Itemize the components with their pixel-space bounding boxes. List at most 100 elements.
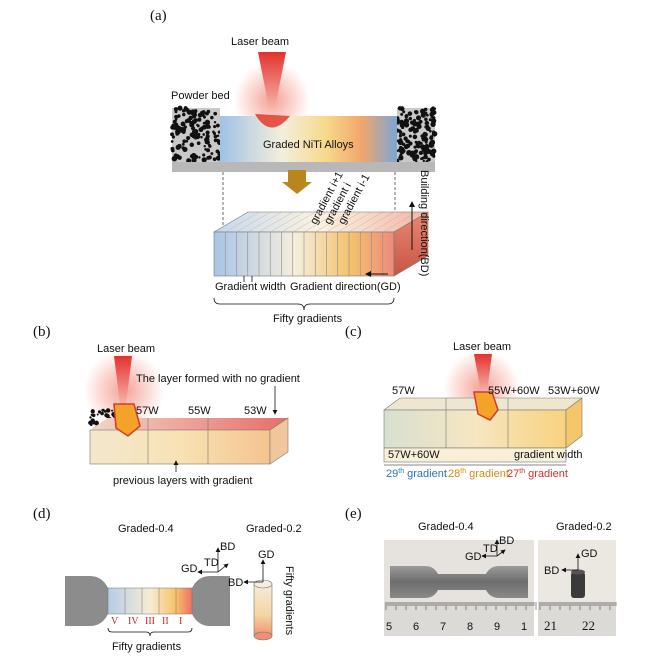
e-td-label: TD [483, 543, 498, 555]
gradient-divider-top [371, 211, 406, 233]
powder-particle [399, 133, 402, 136]
powder-particle [183, 125, 187, 129]
d-fifty-brace [107, 627, 193, 637]
powder-particle [205, 124, 209, 127]
d-roman-3: III [145, 616, 155, 627]
gradient-divider-top [303, 211, 339, 233]
b-block-side [269, 417, 289, 465]
powder-particle [425, 126, 431, 132]
graded-alloy-band [220, 116, 397, 162]
powder-particle [204, 119, 211, 126]
powder-particle [215, 155, 222, 161]
powder-particle [204, 148, 207, 151]
ruler-number: 5 [386, 621, 392, 633]
powder-particle [193, 129, 198, 135]
powder-particle [396, 139, 400, 143]
d-graded-section [107, 587, 193, 615]
powder-particle [418, 119, 423, 124]
powder-particle [181, 108, 186, 113]
c-gradient-28: 28th gradient [448, 468, 509, 480]
gradient-divider-top [326, 211, 361, 233]
powder-particle [182, 139, 187, 144]
powder-particle [415, 115, 422, 121]
powder-particle [413, 150, 418, 155]
powder-particle [186, 135, 191, 141]
powder-particle [203, 144, 206, 148]
powder-particle [189, 142, 195, 148]
powder-particle [103, 410, 107, 413]
powder-particle [424, 140, 428, 144]
powder-particle [202, 153, 206, 157]
d-cyl-bd-label: BD [228, 577, 243, 589]
panel-e-tag: (e) [345, 506, 362, 522]
gradient-divider-top [382, 211, 417, 233]
powder-particle [170, 148, 175, 153]
base-plate [172, 162, 435, 172]
melt-pool [255, 114, 290, 128]
powder-particle [197, 112, 203, 118]
powder-particle [96, 413, 99, 416]
c-gradient-27: 27th gradient [507, 468, 568, 480]
e-cyl-bd-label: BD [544, 565, 559, 577]
d-cylinder-bottom [253, 631, 273, 641]
powder-particle [426, 147, 430, 152]
b-power-53: 53W [244, 405, 267, 417]
panel-a-laser-label: Laser beam [231, 36, 289, 48]
ruler-number: 8 [467, 621, 473, 633]
powder-particle [177, 105, 183, 111]
powder-bed-label: Powder bed [171, 90, 230, 102]
powder-particle [402, 110, 406, 114]
powder-particle [210, 152, 214, 155]
c-power-55-60: 55W+60W [488, 385, 540, 397]
powder-particle [423, 154, 428, 160]
b-power-55: 55W [188, 405, 211, 417]
block-side [393, 211, 429, 277]
powder-particle [196, 141, 201, 146]
e-ruler-2-ticks [539, 602, 617, 610]
powder-particle [428, 118, 432, 122]
ruler-number: 9 [494, 621, 500, 633]
c-melt-pool [473, 391, 499, 421]
b-melt-pool [113, 403, 141, 437]
b-prev-label: previous layers with gradient [113, 475, 252, 487]
powder-particle [97, 410, 102, 414]
powder-particles [170, 105, 438, 164]
powder-particle [419, 108, 426, 114]
powder-particle [207, 143, 211, 147]
powder-particle [415, 160, 418, 163]
e-ruler [384, 602, 534, 636]
powder-particle [90, 418, 95, 423]
powder-particle [198, 156, 201, 159]
powder-particle [173, 107, 178, 112]
powder-particle [212, 157, 217, 162]
e-td-arrow [496, 549, 506, 557]
d-cylinder-body [253, 583, 273, 637]
powder-particle [424, 143, 430, 150]
gradient-divider-top [236, 211, 271, 233]
build-direction-label: Building direction(BD) [418, 170, 430, 276]
powder-particle [404, 119, 408, 124]
powder-particle [171, 135, 176, 139]
gradient-divider-top [348, 211, 384, 233]
d-td-arrow [217, 563, 229, 573]
powder-particle [174, 110, 178, 114]
powder-particle [431, 131, 438, 137]
powder-particle [100, 411, 104, 416]
panel-b: (b) Laser beam The layer formed with no … [33, 324, 300, 487]
powder-particle [170, 140, 174, 143]
powder-particle [181, 142, 185, 146]
e-cylinder-photo [571, 572, 585, 598]
d-gd-label: GD [181, 563, 198, 575]
e-bd-label: BD [499, 535, 514, 547]
gradient-divider-top [281, 211, 316, 233]
powder-particle [213, 125, 217, 129]
gradient-divider-top [337, 211, 372, 233]
c-block-side [565, 397, 583, 449]
c-laser-beam [474, 354, 492, 392]
powder-particle [403, 136, 408, 141]
powder-particle [185, 139, 189, 143]
